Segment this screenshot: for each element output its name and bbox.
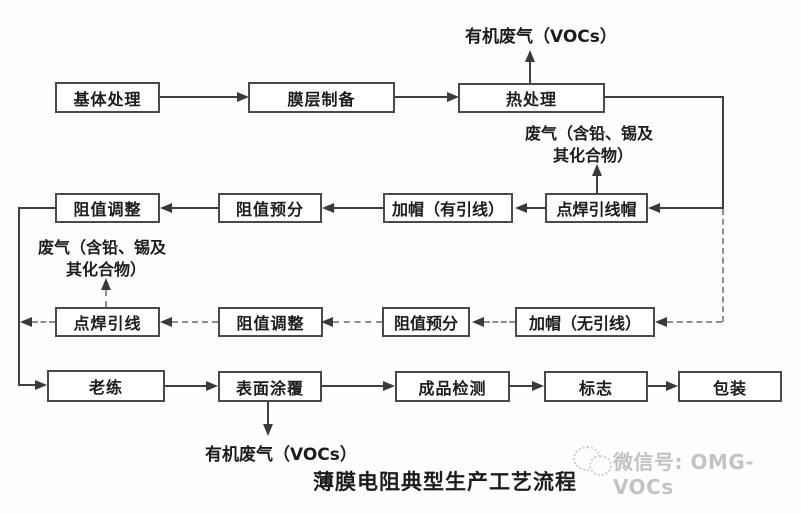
node-film-preparation: 膜层制备 <box>248 82 395 113</box>
arrowhead-left-icon <box>322 203 334 213</box>
node-capping-without-lead: 加帽（无引线） <box>515 307 655 337</box>
node-aging: 老练 <box>47 370 165 402</box>
node-label: 阻值预分 <box>393 314 458 333</box>
connector-film-to-heat <box>395 96 449 98</box>
connector-to-spot-weld-lead-cap <box>660 207 722 209</box>
connector-cap-to-capping-with-lead <box>527 207 545 209</box>
connector-weld-to-left-vertical <box>32 321 55 323</box>
arrowhead-down-icon <box>263 424 273 436</box>
arrowhead-right-icon <box>35 380 47 390</box>
arrowhead-left-icon <box>321 317 333 327</box>
node-resistance-presort-2: 阻值预分 <box>382 307 470 337</box>
connector-presort1-to-adjust1 <box>172 207 218 209</box>
connector-adjust2-to-weld <box>172 321 218 323</box>
connector-inspection-to-marking <box>510 385 534 387</box>
connector-left-vertical <box>18 207 20 385</box>
node-marking: 标志 <box>544 371 648 402</box>
node-capping-with-lead: 加帽（有引线） <box>383 193 513 223</box>
connector-adjust1-left <box>18 207 55 209</box>
node-label: 成品检测 <box>418 378 487 398</box>
arrowhead-left-icon <box>648 203 660 213</box>
node-label: 表面涂覆 <box>235 378 304 398</box>
watermark-text: 微信号: OMG-VOCs <box>613 450 755 499</box>
node-label: 阻值预分 <box>235 200 304 219</box>
arrowhead-left-icon <box>655 317 667 327</box>
node-label: 加帽（无引线） <box>528 314 641 333</box>
arrowhead-right-icon <box>237 92 249 102</box>
arrowhead-right-icon <box>532 381 544 391</box>
node-label: 热处理 <box>505 90 557 109</box>
node-label: 膜层制备 <box>287 89 356 109</box>
connector-capping2-to-presort2 <box>484 321 515 323</box>
node-packaging: 包装 <box>678 371 782 402</box>
emission-left-waste-line2: 其化合物） <box>66 260 147 279</box>
arrowhead-left-icon <box>515 203 527 213</box>
node-label: 阻值调整 <box>236 314 305 333</box>
node-label: 老练 <box>88 378 123 397</box>
arrowhead-left-icon <box>20 317 32 327</box>
connector-coating-to-inspection <box>322 385 385 387</box>
arrowhead-right-icon <box>666 381 678 391</box>
connector-weld-to-waste-dashed <box>105 290 107 307</box>
connector-aging-to-coating <box>165 385 208 387</box>
arrowhead-left-icon <box>160 203 172 213</box>
node-resistance-presort-1: 阻值预分 <box>218 193 322 223</box>
node-label: 基体处理 <box>73 89 142 109</box>
connector-substrate-to-film <box>160 96 240 98</box>
node-surface-coating: 表面涂覆 <box>218 371 322 402</box>
node-label: 包装 <box>712 378 747 398</box>
diagram-title: 薄膜电阻典型生产工艺流程 <box>313 470 577 494</box>
node-substrate-treatment: 基体处理 <box>55 82 160 113</box>
node-label: 点焊引线帽 <box>556 200 637 219</box>
connector-heat-to-vocs <box>529 62 531 83</box>
emission-top-vocs-label: 有机废气（VOCs） <box>465 27 617 47</box>
node-label: 点焊引线 <box>73 314 142 333</box>
wechat-icon <box>589 455 612 476</box>
emission-left-waste-line1: 废气（含铅、锡及 <box>38 238 167 257</box>
arrowhead-left-icon <box>160 317 172 327</box>
arrowhead-right-icon <box>206 381 218 391</box>
arrowhead-left-icon <box>472 317 484 327</box>
connector-cap-to-waste <box>596 176 598 193</box>
node-resistance-adjust-1: 阻值调整 <box>55 193 160 223</box>
node-spot-weld-lead: 点焊引线 <box>55 307 160 337</box>
arrowhead-right-icon <box>383 381 395 391</box>
arrowhead-right-icon <box>447 92 459 102</box>
node-label: 阻值调整 <box>73 200 142 219</box>
connector-coating-to-vocs <box>267 402 269 424</box>
emission-bottom-vocs-label: 有机废气（VOCs） <box>205 445 357 465</box>
node-label: 加帽（有引线） <box>391 200 504 219</box>
arrowhead-up-icon <box>101 278 111 290</box>
connector-heat-right <box>605 96 724 98</box>
emission-right-waste-line2: 其化合物） <box>553 146 634 165</box>
node-heat-treatment: 热处理 <box>458 83 605 113</box>
connector-capping-to-presort1 <box>334 207 383 209</box>
node-spot-weld-lead-cap: 点焊引线帽 <box>545 193 648 223</box>
arrowhead-up-icon <box>592 164 602 176</box>
connector-presort2-to-adjust2 <box>333 321 382 323</box>
connector-right-vertical-dashed <box>722 209 724 322</box>
node-label: 标志 <box>578 378 613 398</box>
node-resistance-adjust-2: 阻值调整 <box>218 307 323 337</box>
connector-to-capping-without-lead <box>667 321 722 323</box>
connector-left-to-aging <box>18 384 36 386</box>
arrowhead-up-icon <box>525 50 535 62</box>
emission-right-waste-line1: 废气（含铅、锡及 <box>525 124 654 143</box>
connector-marking-to-packaging <box>648 385 668 387</box>
node-product-inspection: 成品检测 <box>395 371 510 402</box>
connector-right-vertical-solid <box>722 96 724 209</box>
